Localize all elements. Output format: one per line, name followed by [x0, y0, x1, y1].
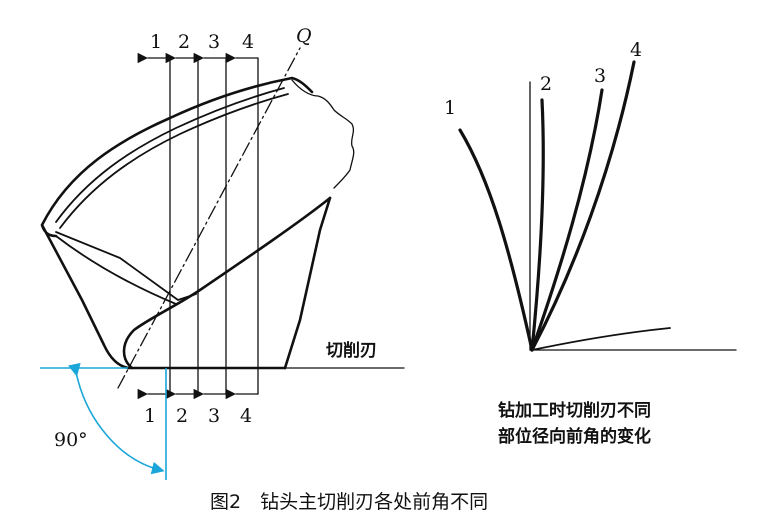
drill-tip-drawing: [40, 47, 405, 389]
bottom-number-3: 3: [208, 405, 220, 427]
rake-angle-diagram: [458, 60, 737, 352]
curve-label-4: 4: [630, 39, 642, 61]
drill-face-curve: [55, 87, 285, 223]
bottom-number-1: 1: [144, 405, 156, 427]
rake-curve-base: [531, 327, 671, 351]
drill-face-curve-2: [59, 93, 289, 229]
rake-curve-1: [458, 128, 534, 352]
right-caption-line-2: 部位径向前角的变化: [498, 426, 651, 447]
rake-curve-3: [530, 88, 604, 352]
break-line: [291, 79, 355, 189]
top-number-1: 1: [150, 31, 162, 53]
edge-label: 切削刃: [326, 340, 377, 361]
rake-curve-4: [530, 60, 636, 352]
figure-caption: 图2 钻头主切削刃各处前角不同: [210, 491, 488, 513]
bottom-number-2: 2: [176, 405, 188, 427]
main-cutting-edge-inner: [55, 235, 177, 305]
axis-q-line: [117, 47, 301, 389]
curve-label-1: 1: [444, 97, 456, 119]
axis-q-label: Q: [296, 25, 312, 47]
drill-flute-edge: [122, 196, 332, 370]
top-number-2: 2: [178, 31, 190, 53]
angle-label: 90°: [54, 429, 88, 451]
top-number-4: 4: [242, 31, 254, 53]
rake-curve-2: [530, 98, 545, 352]
top-number-3: 3: [208, 31, 220, 53]
curve-label-3: 3: [594, 65, 606, 87]
bottom-number-4: 4: [240, 405, 252, 427]
drill-outline: [40, 76, 332, 370]
section-lines: [169, 57, 259, 395]
cyan-angle-arc: [68, 362, 165, 475]
right-angle-annotation: [40, 362, 167, 480]
right-caption-line-1: 钻加工时切削刃不同: [498, 400, 651, 421]
curve-label-2: 2: [540, 73, 552, 95]
